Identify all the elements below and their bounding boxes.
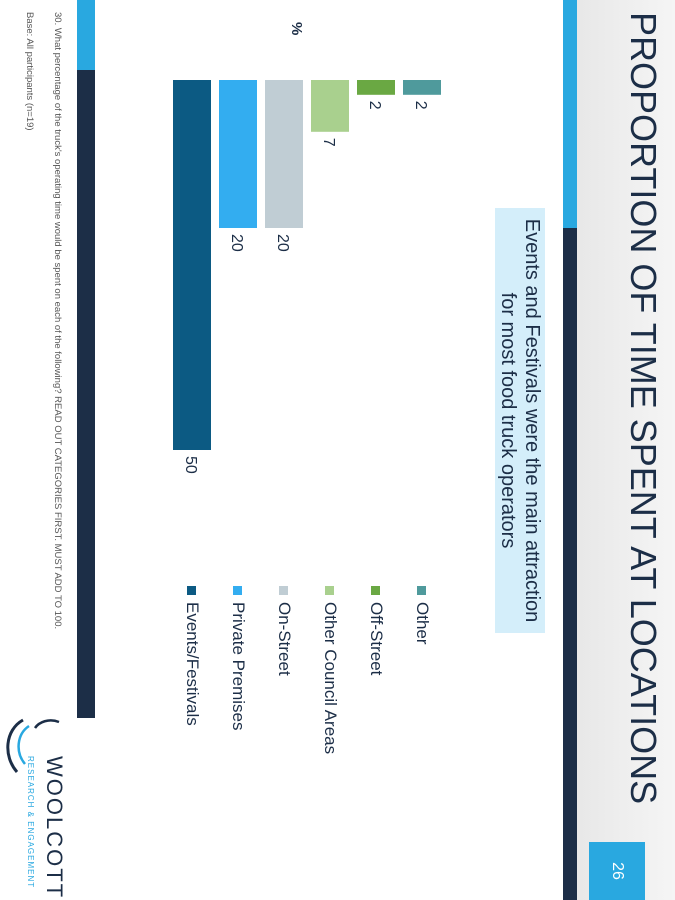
legend-label: Other	[413, 602, 432, 645]
footer-divider-accent	[77, 0, 95, 70]
question-footnote: 30. What percentage of the truck's opera…	[52, 12, 63, 630]
legend-label: Private Premises	[229, 602, 248, 731]
bar-private-premises	[219, 80, 257, 228]
legend-swatch	[371, 586, 381, 595]
legend-label: Events/Festivals	[183, 602, 202, 726]
data-label-other: 2	[412, 101, 429, 110]
data-label-off-street: 2	[366, 101, 383, 110]
data-label-private-premises: 20	[228, 234, 245, 252]
chart-legend: Other Off-Street Other Council Areas On-Str…	[169, 586, 445, 846]
legend-swatch	[325, 586, 335, 595]
legend-label: Off-Street	[367, 602, 386, 676]
legend-item: Other	[399, 586, 445, 846]
legend-swatch	[187, 586, 197, 595]
logo-wordmark: WOOLCOTT	[42, 756, 67, 900]
legend-swatch	[417, 586, 427, 595]
legend-label: Other Council Areas	[321, 602, 340, 755]
legend-swatch	[233, 586, 243, 595]
bar-other	[403, 80, 441, 95]
legend-item: On-Street	[261, 586, 307, 846]
footer-divider-dark	[77, 0, 95, 718]
data-label-events-festivals: 50	[182, 456, 199, 474]
legend-item: Events/Festivals	[169, 586, 215, 846]
data-label-on-street: 20	[274, 234, 291, 252]
legend-item: Private Premises	[215, 586, 261, 846]
legend-label: On-Street	[275, 602, 294, 676]
woolcott-logo-icon	[6, 718, 60, 773]
legend-item: Other Council Areas	[307, 586, 353, 846]
legend-item: Off-Street	[353, 586, 399, 846]
bar-on-street	[265, 80, 303, 228]
bar-events-festivals	[173, 80, 211, 450]
bar-off-street	[357, 80, 395, 95]
data-label-other-council-areas: 7	[320, 138, 337, 147]
base-note: Base: All participants (n=19)	[24, 12, 35, 131]
logo-tagline: RESEARCH & ENGAGEMENT	[26, 756, 35, 889]
legend-swatch	[279, 586, 289, 595]
bar-other-council-areas	[311, 80, 349, 132]
